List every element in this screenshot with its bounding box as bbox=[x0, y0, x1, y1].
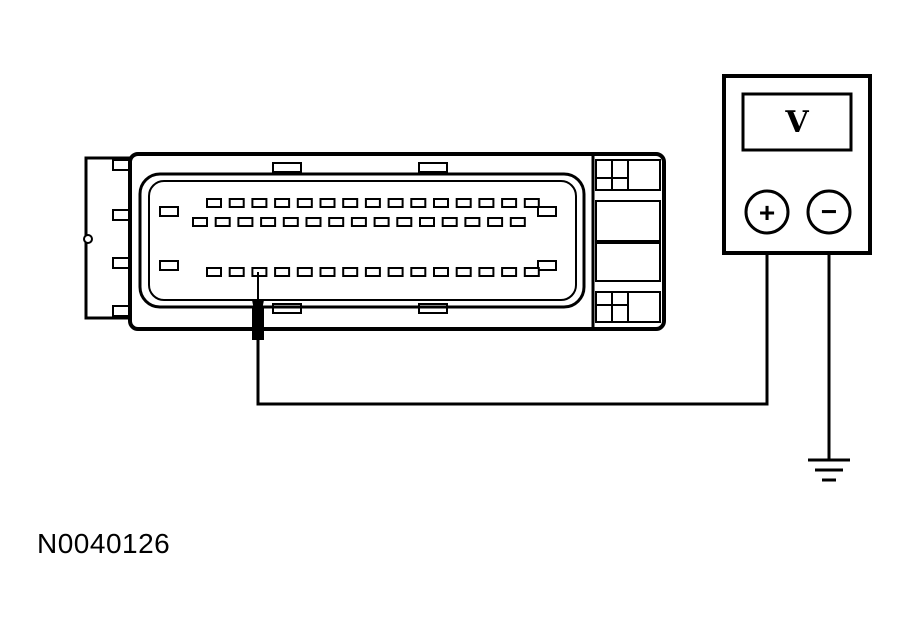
connector-pin bbox=[342, 198, 359, 208]
connector-pin bbox=[501, 198, 518, 208]
pin-cavity bbox=[138, 172, 586, 309]
connector-pin bbox=[274, 267, 291, 277]
connector-pin bbox=[305, 217, 322, 227]
connector-pin bbox=[192, 217, 208, 227]
module-connector bbox=[83, 152, 666, 331]
connector-pin bbox=[487, 217, 504, 227]
connector-pin bbox=[410, 198, 427, 208]
connector-pin bbox=[501, 267, 518, 277]
connector-pin bbox=[319, 198, 336, 208]
connector-pin bbox=[350, 217, 367, 227]
figure-reference-id: N0040126 bbox=[37, 528, 171, 559]
connector-pin bbox=[296, 198, 313, 208]
negative-terminal: − bbox=[806, 189, 852, 235]
connector-pin bbox=[251, 198, 268, 208]
positive-terminal: + bbox=[744, 189, 790, 235]
connector-pin bbox=[228, 198, 245, 208]
connector-pin bbox=[206, 198, 222, 208]
connector-pin bbox=[464, 217, 481, 227]
connector-pin bbox=[387, 198, 404, 208]
connector-pin bbox=[419, 217, 435, 227]
connector-pin bbox=[214, 217, 231, 227]
connector-pin bbox=[274, 198, 291, 208]
connector-pin bbox=[364, 198, 381, 208]
connector-pin bbox=[509, 217, 526, 227]
connector-pin bbox=[433, 267, 449, 277]
connector-pin bbox=[523, 267, 540, 277]
ground-icon bbox=[808, 458, 850, 482]
connector-pin bbox=[228, 267, 245, 277]
connector-housing bbox=[128, 152, 666, 331]
connector-pin bbox=[260, 217, 277, 227]
connector-pin bbox=[206, 267, 222, 277]
positive-lead bbox=[256, 233, 769, 406]
voltmeter: V + − bbox=[722, 74, 872, 255]
test-leads bbox=[256, 233, 831, 459]
connector-pin bbox=[410, 267, 427, 277]
connector-pin bbox=[328, 217, 345, 227]
connector-pin bbox=[342, 267, 359, 277]
connector-pin bbox=[455, 198, 472, 208]
connector-pin bbox=[441, 217, 458, 227]
connector-pin bbox=[373, 217, 390, 227]
connector-pin bbox=[387, 267, 404, 277]
voltmeter-display bbox=[741, 92, 853, 152]
connector-pin bbox=[478, 198, 495, 208]
connector-pin bbox=[296, 267, 313, 277]
connector-pin bbox=[319, 267, 336, 277]
connector-pin bbox=[478, 267, 495, 277]
test-probe bbox=[252, 272, 264, 340]
connector-pin bbox=[251, 267, 268, 277]
connector-pin bbox=[282, 217, 299, 227]
connector-pin bbox=[364, 267, 381, 277]
connector-right-end bbox=[591, 156, 661, 327]
mounting-bracket bbox=[83, 156, 132, 320]
connector-pin bbox=[396, 217, 413, 227]
connector-pin bbox=[455, 267, 472, 277]
connector-pin bbox=[523, 198, 540, 208]
pin-rows bbox=[192, 198, 540, 277]
plus-icon: + bbox=[759, 197, 775, 228]
minus-icon: − bbox=[821, 196, 837, 227]
connector-pin bbox=[433, 198, 449, 208]
voltmeter-display-label: V bbox=[784, 105, 809, 140]
connector-pin bbox=[237, 217, 254, 227]
